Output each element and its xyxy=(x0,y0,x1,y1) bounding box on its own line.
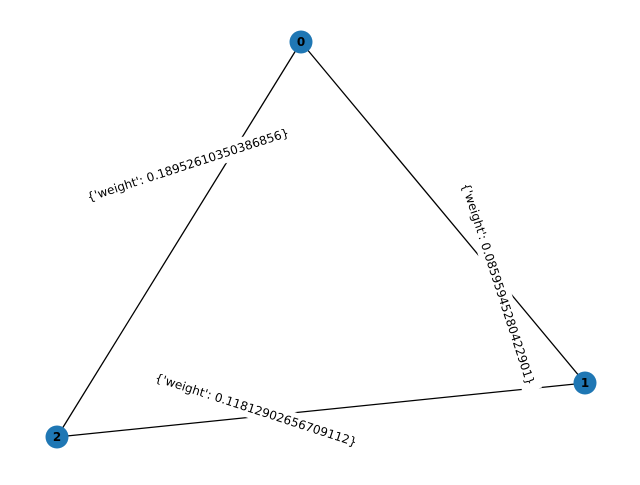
edge-label-1-2: {'weight': 0.11812902656709112} xyxy=(146,365,366,455)
edge-label-bg xyxy=(453,174,543,394)
node-circle xyxy=(289,30,313,54)
edge-1-2 xyxy=(56,382,586,438)
node-2: 2 xyxy=(45,425,69,449)
node-label: 2 xyxy=(53,430,61,444)
node-circle xyxy=(573,371,597,395)
edge-0-2 xyxy=(56,41,302,438)
edge-label-text: {'weight': 0.18952610350386856} xyxy=(85,126,290,205)
node-0: 0 xyxy=(289,30,313,54)
node-label: 1 xyxy=(581,376,589,390)
edge-label-0-1: {'weight': 0.08595945280422901} xyxy=(453,174,543,394)
node-1: 1 xyxy=(573,371,597,395)
edge-label-bg xyxy=(78,120,298,210)
node-circle xyxy=(45,425,69,449)
edge-label-text: {'weight': 0.11812902656709112} xyxy=(153,371,358,450)
edge-label-0-2: {'weight': 0.18952610350386856} xyxy=(78,120,298,210)
edge-label-text: {'weight': 0.08595945280422901} xyxy=(459,181,538,386)
edge-0-1 xyxy=(300,41,586,384)
edge-label-bg xyxy=(146,365,366,455)
node-label: 0 xyxy=(297,35,305,49)
